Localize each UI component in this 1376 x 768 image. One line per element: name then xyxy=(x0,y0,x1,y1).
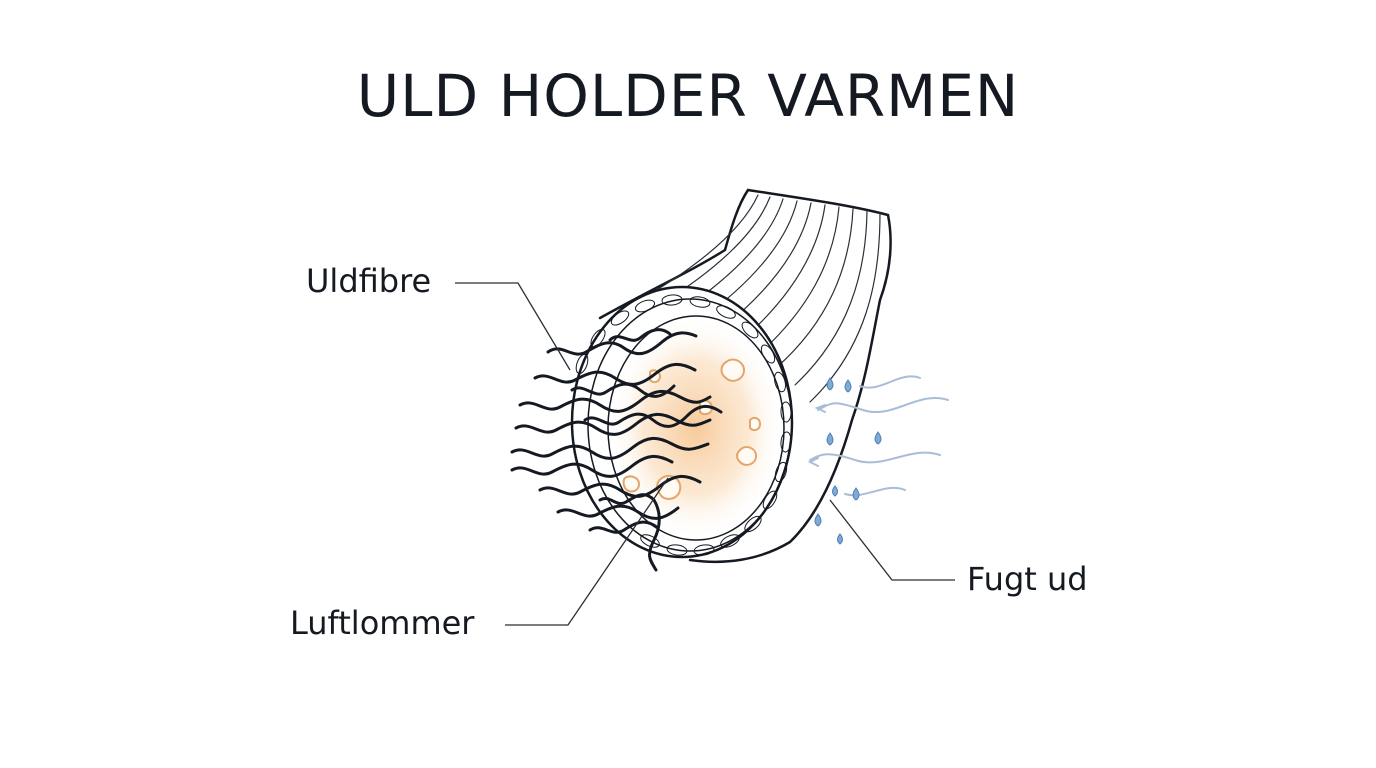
leader-line-fibers xyxy=(455,282,571,371)
leader-line-air-pockets xyxy=(505,477,669,626)
air-pockets xyxy=(622,358,762,500)
leader-line-moisture xyxy=(829,499,955,581)
air-flow-arrows xyxy=(807,375,949,497)
label-wool-fibers: Uldfibre xyxy=(306,262,432,300)
wool-fibers xyxy=(510,328,723,572)
water-droplets xyxy=(814,377,882,545)
label-air-pockets: Luftlommer xyxy=(290,604,475,642)
leader-lines xyxy=(455,282,955,626)
label-moisture-out: Fugt ud xyxy=(967,560,1088,598)
diagram-title: ULD HOLDER VARMEN xyxy=(356,62,1020,130)
